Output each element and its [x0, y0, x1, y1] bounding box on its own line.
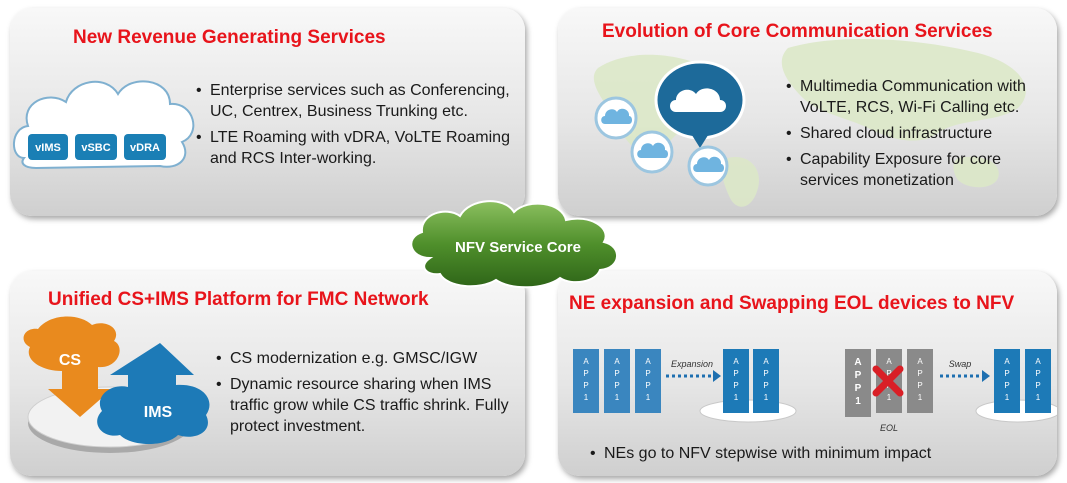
cloud-bubble-icon: [687, 145, 729, 187]
cs-cloud-down-arrow: CS: [23, 316, 120, 417]
cs-label: CS: [59, 352, 82, 369]
panel-title: NE expansion and Swapping EOL devices to…: [569, 293, 1015, 314]
panel-title: New Revenue Generating Services: [73, 27, 386, 48]
bullet-list: CS modernization e.g. GMSC/IGW Dynamic r…: [216, 348, 516, 442]
module-vsbc: vSBC: [75, 134, 117, 160]
module-vims-label: vIMS: [35, 142, 61, 154]
expansion-arrow: [666, 370, 721, 382]
module-vdra-label: vDRA: [130, 142, 160, 154]
bullet-shared-cloud: Shared cloud infrastructure: [786, 123, 1048, 144]
cross-icon: [872, 365, 904, 397]
panel-unified-cs-ims: Unified CS+IMS Platform for FMC Network …: [10, 271, 525, 476]
panel-ne-expansion: NE expansion and Swapping EOL devices to…: [558, 271, 1057, 476]
swap-label: Swap: [949, 359, 972, 369]
bullet-list: Enterprise services such as Conferencing…: [196, 80, 514, 174]
ims-cloud-up-arrow: IMS: [97, 343, 210, 444]
expansion-label: Expansion: [671, 359, 713, 369]
callout-cloud-icon: [654, 60, 746, 148]
bullet-cs-modernization: CS modernization e.g. GMSC/IGW: [216, 348, 516, 369]
module-vsbc-label: vSBC: [81, 142, 110, 154]
cloud-bubble-icon: [594, 96, 638, 140]
module-vims: vIMS: [28, 134, 68, 160]
bullet-list: Multimedia Communication with VoLTE, RCS…: [786, 76, 1048, 196]
eol-label: EOL: [880, 423, 898, 433]
ims-label: IMS: [144, 404, 173, 421]
bullet-multimedia-communication: Multimedia Communication with VoLTE, RCS…: [786, 76, 1048, 118]
bullet-capability-exposure: Capability Exposure for core services mo…: [786, 149, 1048, 191]
cloud-bubble-icon: [630, 130, 674, 174]
bullet-lte-roaming: LTE Roaming with vDRA, VoLTE Roaming and…: [196, 127, 514, 169]
panel-title: Unified CS+IMS Platform for FMC Network: [48, 289, 429, 310]
swap-arrow: [940, 370, 990, 382]
bullet-list: NEs go to NFV stepwise with minimum impa…: [590, 443, 1030, 469]
panel-core-communication-evolution: Evolution of Core Communication Services…: [558, 8, 1057, 216]
module-vdra: vDRA: [124, 134, 166, 160]
bullet-enterprise-services: Enterprise services such as Conferencing…: [196, 80, 514, 122]
panel-title: Evolution of Core Communication Services: [602, 21, 993, 42]
bullet-dynamic-resource-sharing: Dynamic resource sharing when IMS traffi…: [216, 374, 516, 437]
bullet-nes-stepwise: NEs go to NFV stepwise with minimum impa…: [590, 443, 1030, 464]
cs-ims-graphic: CS IMS: [23, 316, 210, 453]
cloud-services-graphic: vIMS vSBC vDRA: [13, 80, 195, 170]
nfv-service-core-label: NFV Service Core: [455, 239, 581, 256]
panel-new-revenue-services: New Revenue Generating Services vIMS vSB…: [10, 8, 525, 216]
